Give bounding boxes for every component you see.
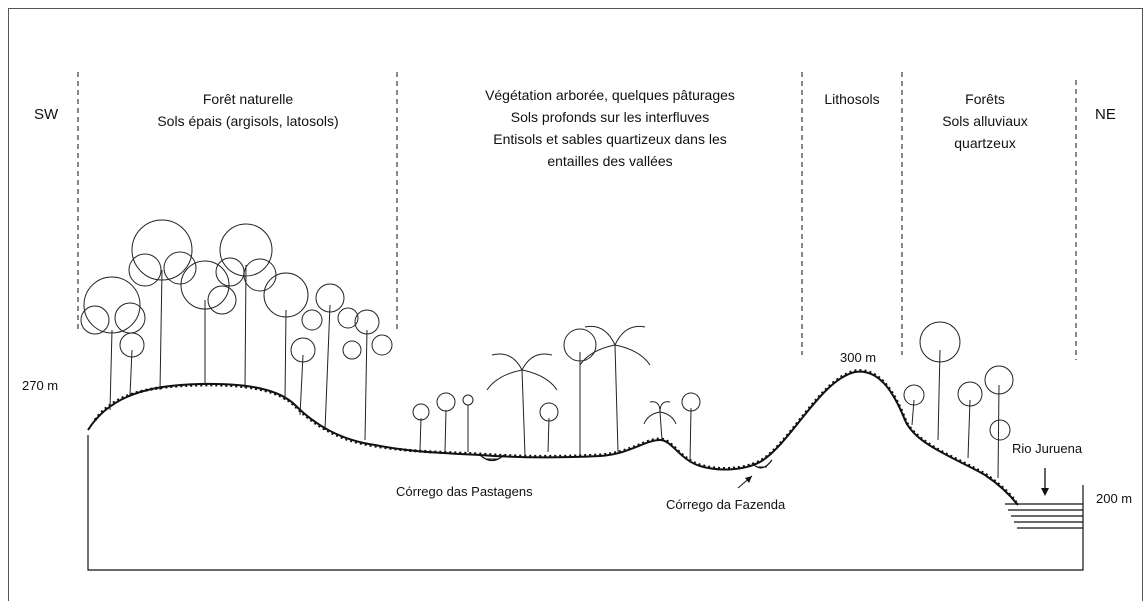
terrain-profile-line — [87, 370, 1019, 506]
figure-frame — [8, 8, 1143, 601]
elevation-300-label: 300 m — [840, 350, 877, 365]
zone-foret-naturelle-text: Forêt naturelle Sols épais (argisols, la… — [148, 88, 348, 132]
middle-trees — [412, 325, 701, 463]
palm-icon — [643, 401, 677, 441]
tree-icon — [290, 337, 316, 416]
stream-pastagens-channel — [479, 454, 505, 462]
palm-icon — [486, 353, 558, 456]
tree-icon — [436, 392, 456, 453]
zone-soil: Sols profonds sur les interfluves — [510, 109, 710, 125]
ground-stipple — [93, 369, 1018, 503]
stream-fazenda-channel — [751, 459, 773, 469]
tree-icon — [412, 403, 430, 451]
tree-icon — [957, 381, 983, 459]
tree-icon — [563, 328, 597, 455]
forest-trees-right — [903, 321, 1014, 479]
tree-icon — [462, 394, 474, 452]
zone-soil: Sols alluviaux — [942, 113, 1028, 129]
arrow-head — [745, 476, 752, 483]
tree-icon — [539, 402, 559, 453]
tree-icon — [263, 272, 309, 401]
tree-icon — [919, 321, 961, 441]
elevation-200-label: 200 m — [1096, 491, 1133, 506]
corrego-fazenda-label: Córrego da Fazenda — [666, 497, 786, 512]
arrow-head — [1041, 488, 1049, 496]
zone-dividers — [77, 72, 1077, 360]
zone-lithosols-text: Lithosols — [812, 88, 892, 110]
corrego-pastagens-label: Córrego das Pastagens — [396, 484, 533, 499]
tree-icon — [180, 260, 237, 385]
tree-icon — [342, 309, 393, 441]
zone-soil: Entisols et sables quartizeux dans les — [493, 131, 727, 147]
zone-soil: Sols épais (argisols, latosols) — [157, 113, 339, 129]
tree-icon — [301, 283, 359, 431]
tree-icon — [80, 276, 146, 411]
direction-ne-label: NE — [1095, 106, 1116, 123]
rio-juruena-water — [1005, 503, 1083, 529]
zone-soil: entailles des vallées — [547, 153, 673, 169]
forest-trees-left — [80, 219, 393, 441]
tree-icon — [681, 392, 701, 463]
direction-sw-label: SW — [34, 106, 59, 123]
palm-icon — [579, 325, 651, 453]
rio-juruena-label: Rio Juruena — [1012, 441, 1083, 456]
zone-forets-text: Forêts Sols alluviaux quartzeux — [910, 88, 1060, 154]
tree-icon — [903, 384, 925, 426]
zone-vegetation-arboree-text: Végétation arborée, quelques pâturages S… — [440, 84, 780, 172]
elevation-270-label: 270 m — [22, 378, 59, 393]
zone-title: Végétation arborée, quelques pâturages — [485, 87, 735, 103]
tree-icon — [119, 332, 145, 396]
zone-title: Forêts — [965, 91, 1005, 107]
tree-icon — [984, 365, 1014, 479]
zone-title: Forêt naturelle — [202, 91, 294, 107]
zone-soil: quartzeux — [954, 135, 1016, 151]
tree-icon — [128, 219, 197, 391]
zone-title: Lithosols — [824, 91, 880, 107]
